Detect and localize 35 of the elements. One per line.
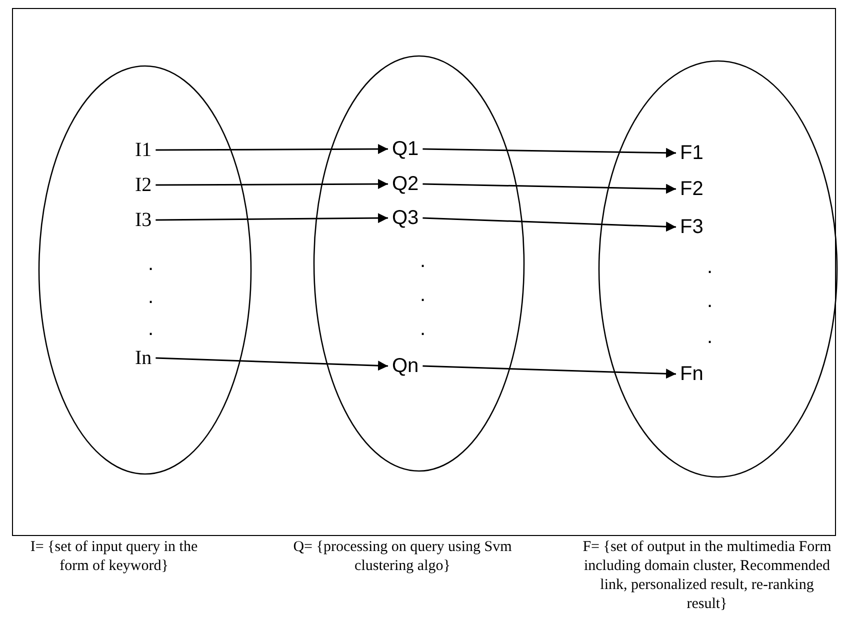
element-label: Q2 xyxy=(392,172,419,196)
set-ellipse xyxy=(38,65,252,475)
ellipsis-dot: . xyxy=(707,289,713,313)
arrow xyxy=(156,357,388,371)
arrow xyxy=(156,179,388,190)
ellipsis-dot: . xyxy=(148,317,154,341)
arrow xyxy=(422,217,676,232)
element-label: I1 xyxy=(135,138,152,162)
set-definition: Q= {processing on query using Svm clustering algo} xyxy=(292,538,513,576)
element-label: F2 xyxy=(680,177,704,201)
arrow xyxy=(422,365,676,379)
ellipsis-dot: . xyxy=(707,325,713,349)
arrow xyxy=(156,213,388,224)
ellipsis-dot: . xyxy=(148,285,154,309)
element-label: Q3 xyxy=(392,206,419,230)
set-definition: I= {set of input query in the form of keyword} xyxy=(29,538,199,576)
set-ellipse xyxy=(598,60,838,478)
ellipsis-dot: . xyxy=(420,317,426,341)
element-label: In xyxy=(135,346,152,370)
arrow xyxy=(422,183,676,194)
element-label: I2 xyxy=(135,173,152,197)
ellipsis-dot: . xyxy=(420,283,426,307)
element-label: Qn xyxy=(392,354,419,378)
element-label: Q1 xyxy=(392,137,419,161)
element-label: F3 xyxy=(680,215,704,239)
arrow xyxy=(422,148,676,158)
element-label: Fn xyxy=(680,362,704,386)
element-label: F1 xyxy=(680,141,704,165)
ellipsis-dot: . xyxy=(707,255,713,279)
ellipsis-dot: . xyxy=(148,252,154,276)
set-definition: F= {set of output in the multimedia Form including domain cluster, Recommended link, personalized result, re-ranking result} xyxy=(582,538,832,614)
ellipsis-dot: . xyxy=(420,249,426,273)
element-label: I3 xyxy=(135,208,152,232)
arrow xyxy=(156,144,388,154)
set-ellipse xyxy=(313,55,525,472)
